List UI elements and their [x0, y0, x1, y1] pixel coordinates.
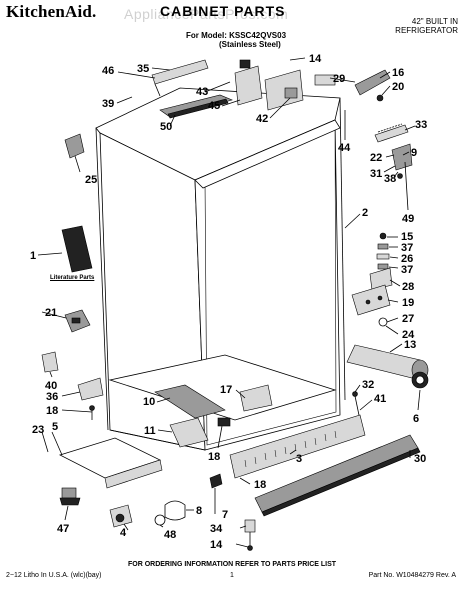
clip-21 — [64, 309, 91, 333]
callout-15: 15 — [401, 231, 413, 243]
callout-32: 32 — [362, 379, 374, 391]
literature-parts-label: Literature Parts — [50, 275, 95, 281]
callout-9: 9 — [411, 147, 417, 159]
callout-16: 16 — [392, 67, 404, 79]
callout-48: 48 — [164, 529, 176, 541]
callout-18a: 18 — [46, 405, 58, 417]
callout-35: 35 — [137, 63, 149, 75]
callout-6: 6 — [413, 413, 419, 425]
callout-50: 50 — [160, 121, 172, 133]
callout-11: 11 — [144, 425, 156, 437]
callout-19: 19 — [402, 297, 414, 309]
callout-33: 33 — [415, 119, 427, 131]
hinge-bracket-19 — [351, 284, 391, 316]
clip-8 — [164, 500, 186, 521]
callout-5: 5 — [52, 421, 58, 433]
brand-logo: KitchenAid. — [6, 2, 97, 21]
top-bracket-46 — [151, 59, 209, 97]
screws-14b — [247, 545, 253, 551]
callout-27: 27 — [402, 313, 414, 325]
callout-25: 25 — [85, 174, 97, 186]
callout-45: 45 — [208, 100, 220, 112]
top-bracket-45 — [234, 59, 263, 106]
bracket-36 — [77, 377, 104, 401]
callout-38: 38 — [384, 173, 396, 185]
callout-24: 24 — [402, 329, 415, 341]
top-hinge-29 — [314, 74, 336, 86]
bracket-34 — [244, 519, 256, 548]
part-number: Part No. W10484279 Rev. A — [368, 572, 456, 579]
compressor-deck-10 — [108, 354, 337, 427]
callout-36: 36 — [46, 391, 58, 403]
callout-8: 8 — [196, 505, 202, 517]
callout-37b: 37 — [401, 264, 413, 276]
hinge-16 — [354, 69, 391, 102]
callout-21: 21 — [45, 307, 57, 319]
literature-booklet — [61, 225, 93, 273]
callout-31: 31 — [370, 168, 382, 180]
spring-assembly-33 — [374, 123, 409, 143]
screw-18a — [89, 405, 95, 420]
callout-42: 42 — [256, 113, 268, 125]
tray-11 — [169, 417, 209, 448]
exploded-diagram: 35 46 14 29 16 20 39 43 45 42 50 44 33 2… — [30, 53, 429, 551]
callout-49: 49 — [402, 213, 414, 225]
top-rail-50 — [159, 94, 233, 119]
callout-labels: 35 46 14 29 16 20 39 43 45 42 50 44 33 2… — [30, 53, 427, 551]
callout-20: 20 — [392, 81, 404, 93]
clip-7 — [209, 473, 223, 489]
callout-13: 13 — [404, 339, 416, 351]
kickplate-30 — [254, 434, 421, 517]
model-number: For Model: KSSC42QVS03 — [186, 31, 287, 40]
part-48 — [154, 514, 166, 526]
page-title: CABINET PARTS — [160, 3, 286, 19]
callout-18c: 18 — [254, 479, 266, 491]
callout-34: 34 — [210, 523, 223, 535]
callout-3: 3 — [296, 453, 302, 465]
leveler-47 — [59, 487, 81, 506]
callout-17: 17 — [220, 384, 232, 396]
base-frame-5 — [58, 437, 163, 489]
callout-14a: 14 — [309, 53, 322, 65]
callout-10: 10 — [143, 396, 155, 408]
callout-29: 29 — [333, 73, 345, 85]
callout-46: 46 — [102, 65, 114, 77]
leveler-40 — [41, 351, 59, 373]
callout-44: 44 — [338, 142, 351, 154]
callout-30: 30 — [414, 453, 426, 465]
callout-4: 4 — [120, 527, 127, 539]
page-number: 1 — [230, 572, 234, 579]
callout-26: 26 — [401, 253, 413, 265]
print-info: 2−12 Litho In U.S.A. (wlc)(bay) — [6, 572, 102, 579]
callout-47: 47 — [57, 523, 69, 535]
washer-27 — [378, 317, 388, 327]
callout-14b: 14 — [210, 539, 223, 551]
callout-28: 28 — [402, 281, 414, 293]
hinge-stack-15-28 — [369, 232, 393, 291]
callout-22: 22 — [370, 152, 382, 164]
callout-43: 43 — [196, 86, 208, 98]
roller-4 — [109, 504, 133, 528]
callout-41: 41 — [374, 393, 386, 405]
callout-39: 39 — [102, 98, 114, 110]
callout-2: 2 — [362, 207, 368, 219]
bracket-9 — [391, 143, 413, 179]
callout-1: 1 — [30, 250, 36, 262]
bracket-42 — [264, 69, 304, 111]
ordering-note: FOR ORDERING INFORMATION REFER TO PARTS … — [127, 561, 337, 568]
bracket-25 — [64, 133, 85, 159]
callout-37a: 37 — [401, 242, 413, 254]
product-type-line2: REFRIGERATOR — [395, 26, 458, 35]
callout-40: 40 — [45, 380, 57, 392]
leader-lines — [37, 57, 421, 548]
roller-6 — [411, 371, 429, 389]
callout-7: 7 — [222, 509, 228, 521]
product-type-line1: 42" BUILT IN — [411, 17, 458, 26]
callout-18b: 18 — [208, 451, 220, 463]
model-variant: (Stainless Steel) — [219, 40, 281, 49]
watermark: AppliancePartsPros.com — [124, 6, 289, 22]
callout-23: 23 — [32, 424, 44, 436]
grille-panel-3 — [229, 414, 366, 479]
